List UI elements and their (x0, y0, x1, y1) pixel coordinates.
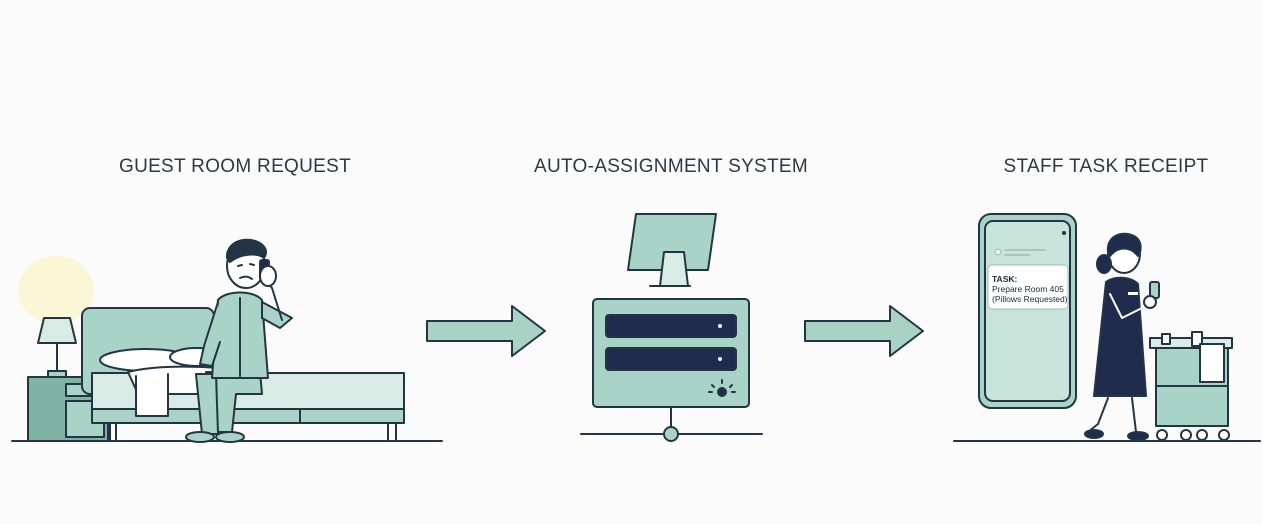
housekeeping-cart (1149, 331, 1233, 441)
lamp-glow (18, 256, 94, 324)
guest-on-phone (185, 238, 293, 443)
staff-task-receipt-scene (953, 213, 1261, 442)
server-icon (592, 298, 750, 408)
step-title-staff-task-receipt: STAFF TASK RECEIPT (1003, 156, 1209, 177)
task-label: TASK: (992, 274, 1018, 284)
lamp-icon (37, 317, 77, 378)
arrow-right-icon (426, 305, 546, 357)
step-title-auto-assignment-system: AUTO-ASSIGNMENT SYSTEM (533, 156, 809, 177)
monitor-icon (627, 213, 717, 287)
guest-room-scene (11, 238, 443, 443)
staff-member (1084, 232, 1160, 441)
auto-assignment-system-scene (580, 213, 763, 442)
smartphone (978, 213, 1077, 409)
arrow-right-icon (804, 305, 924, 357)
task-detail: (Pillows Requested) (992, 294, 1068, 304)
task-description: Prepare Room 405 (992, 284, 1064, 294)
step-title-guest-room-request: GUEST ROOM REQUEST (118, 156, 352, 177)
network-node-icon (663, 426, 679, 442)
task-notification-card (987, 264, 1069, 310)
